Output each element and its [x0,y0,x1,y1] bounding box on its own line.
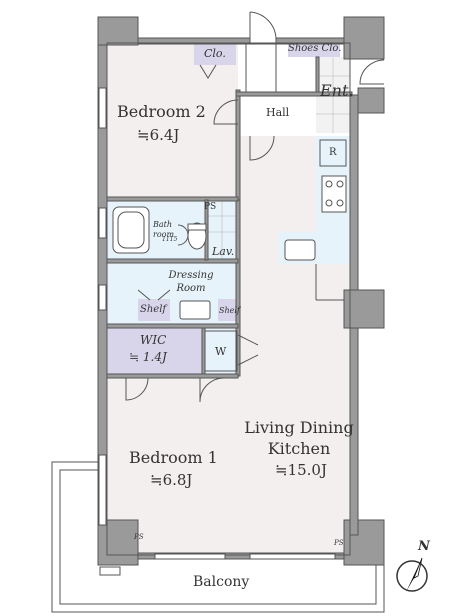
ldk-area: ≒15.0J [275,461,327,479]
bedroom-2-label: Bedroom 2 [117,102,206,121]
shelf-right-floor [218,299,238,321]
wic-floor [107,328,202,374]
partitions [106,42,351,556]
wic-label: WIC [140,333,167,347]
closet-floor [194,43,236,65]
ps-ldk-label: PS [334,539,344,547]
hall-label: Hall [266,106,290,119]
bedroom-2-area: ≒6.4J [137,126,180,144]
entrance-label: Ent. [320,81,354,100]
dressing-room-label-line2: Room [176,283,206,294]
washer-label: W [215,345,227,358]
bedroom-2-floor [107,43,238,197]
closet-doors [199,64,217,79]
windows [98,87,336,560]
ldk-label-line1: Living Dining [244,418,354,437]
bath-label-line1: Bath [153,220,173,229]
north-label: N [418,539,430,554]
balcony-label: Balcony [193,574,250,590]
shoes-closet-label: Shoes Clo. [288,43,342,54]
shelf-left-floor [138,299,170,321]
shelf-left-label: Shelf [140,304,167,315]
closet-label: Clo. [204,47,226,60]
ldk-label-line2: Kitchen [267,439,331,458]
hall-floor [238,92,316,136]
bedroom-1-label: Bedroom 1 [129,448,218,467]
bath-size: 1115 [162,236,178,243]
lavatory-label: Lav. [212,245,235,258]
shoes-closet-floor [288,43,340,57]
shelf-right-label: Shelf [219,306,240,315]
north-arrow-icon [396,557,428,592]
washer-area-floor [204,328,238,374]
dressing-room-floor [107,262,238,324]
balcony-outline [51,461,385,613]
ps-bedroom-1-label: PS [134,533,144,541]
bedroom-1-area: ≒6.8J [150,471,193,489]
refrigerator-label: R [329,147,337,158]
door-swings [125,11,385,403]
bath-label-line2: room [153,230,175,239]
pipe-space-label: PS [204,202,217,212]
dressing-room-label-line1: Dressing [168,270,214,281]
kitchen-fixtures [112,175,347,320]
wic-area: ≒ 1.4J [129,350,167,364]
